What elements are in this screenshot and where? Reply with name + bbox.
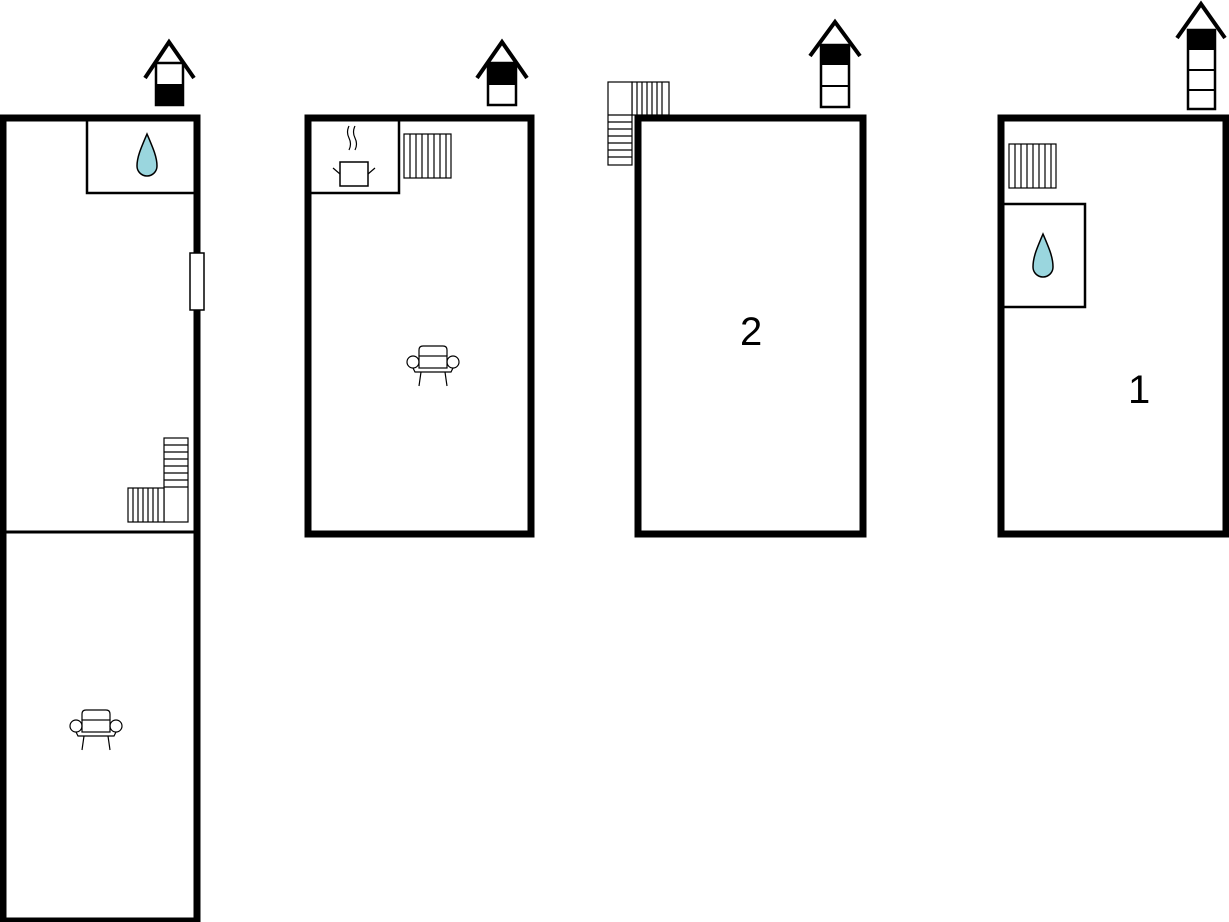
stairs-icon xyxy=(1008,143,1057,189)
floor-plan-level-3: 2 xyxy=(607,18,867,538)
room-number-label: 1 xyxy=(1128,368,1150,412)
stairs-icon xyxy=(403,133,452,179)
house-level-icon xyxy=(475,38,529,107)
water-drop-icon xyxy=(136,132,158,177)
armchair-icon xyxy=(406,345,460,387)
house-level-icon xyxy=(1175,0,1227,111)
room-number-label: 2 xyxy=(740,310,762,354)
stairs-icon xyxy=(127,437,189,523)
stairs-icon xyxy=(607,81,670,166)
floor-plan-level-2 xyxy=(304,38,535,538)
bathroom xyxy=(85,116,199,195)
floor-plan-level-1 xyxy=(0,38,205,922)
house-level-icon xyxy=(143,38,196,107)
armchair-icon xyxy=(69,709,123,751)
house-level-icon xyxy=(808,18,862,109)
outer-wall xyxy=(997,114,1229,538)
outer-wall xyxy=(634,114,867,538)
kitchen xyxy=(306,116,401,195)
floor-plan-level-4: 1 xyxy=(997,0,1229,538)
bathroom xyxy=(999,202,1087,309)
cooking-pot-icon xyxy=(332,125,376,187)
water-drop-icon xyxy=(1032,232,1054,278)
window-icon xyxy=(189,252,205,311)
outer-wall xyxy=(304,114,535,538)
